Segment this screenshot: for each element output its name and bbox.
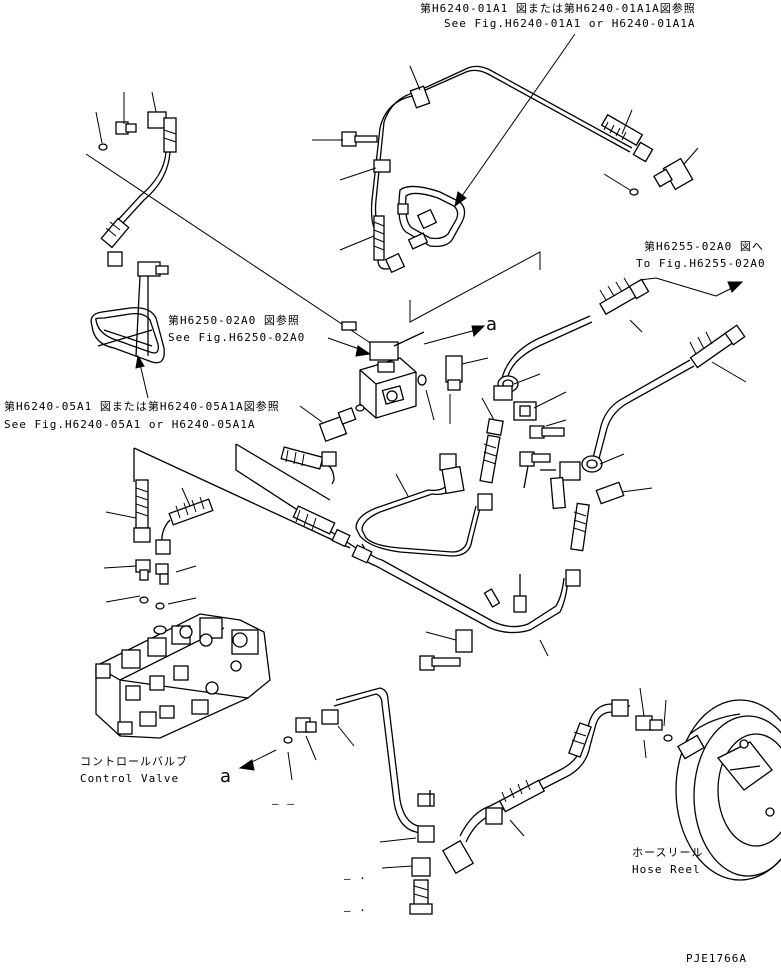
control-valve [95, 613, 271, 739]
connector-valve-right [445, 355, 463, 391]
fitting-s-curve-top [439, 453, 465, 495]
clamp-center-1 [513, 401, 537, 421]
upper-valve-assembly [384, 185, 466, 274]
ref-mid-jp: 第H6250-02A0 図参照 [168, 313, 300, 327]
hose-vertical-upper [373, 215, 393, 270]
ref-left-en: See Fig.H6240-05A1 or H6240-05A1A [4, 418, 256, 431]
ref-top-en: See Fig.H6240-01A1 or H6240-01A1A [444, 17, 696, 30]
left-loop-assembly [90, 307, 165, 364]
clip-lower [417, 790, 435, 807]
marker-dash-3: — · [344, 904, 367, 917]
marker-a-lower: a [220, 766, 231, 787]
bolt-upper [341, 131, 378, 147]
clamp-mid [373, 159, 391, 173]
ref-right-en: To Fig.H6255-02A0 [636, 257, 766, 270]
hose-end-lower [485, 779, 546, 825]
hose-mid-diag [292, 505, 351, 548]
tube-fitting-center [351, 544, 373, 564]
ref-top-leader [461, 33, 576, 197]
clamp-right-mid [595, 481, 625, 505]
flange-right [581, 455, 603, 473]
solenoid-valve-block [341, 321, 425, 419]
fittings-reel [635, 715, 673, 742]
clamp-lower [411, 857, 431, 877]
ref-mid-en: See Fig.H6250-02A0 [168, 331, 305, 344]
elbow-right-mid [540, 461, 581, 481]
o-ring-upper-right [629, 188, 639, 196]
adapters-left [135, 559, 169, 610]
hose-end-left [100, 217, 130, 267]
elbow-top-left [147, 111, 177, 153]
hose-center-vertical [477, 418, 504, 511]
tee-fitting-left [135, 261, 169, 357]
tube-lower-pipe [335, 687, 431, 831]
clamp-right-2 [550, 476, 566, 510]
bolt-center-1 [529, 425, 565, 439]
elbow-fitting-upper-right [653, 157, 694, 191]
control-valve-label-en: Control Valve [80, 772, 179, 785]
tube-s-curve [355, 483, 481, 557]
ref-right-jp: 第H6255-02A0 図へ [644, 239, 764, 253]
ref-left-jp: 第H6240-05A1 図または第H6240-05A1A図参照 [4, 399, 280, 413]
clips-center-bottom [425, 574, 527, 653]
bolt-center-2 [519, 451, 551, 489]
ref-top-jp: 第H6240-01A1 図または第H6240-01A1A図参照 [420, 1, 696, 15]
hose-upper-diag [280, 446, 337, 485]
hose-reel [675, 699, 781, 881]
hose-left-vertical [133, 479, 151, 543]
flange-center-top [493, 375, 519, 401]
marker-dash-1: — — [272, 797, 295, 810]
marker-a-upper: a [486, 314, 497, 335]
upper-tube [383, 65, 633, 149]
tube-diagonal-1 [133, 447, 351, 549]
hose-end-top-right [600, 113, 654, 163]
hose-right-vertical [565, 502, 590, 587]
bolt-lower [409, 879, 433, 915]
fitting-top-left [98, 121, 137, 151]
hose-left-upper [121, 151, 171, 225]
hose-end-near-reel [568, 699, 629, 758]
bolt-center-bottom [419, 655, 461, 671]
elbow-lower [417, 825, 475, 875]
control-valve-label-jp: コントロールバルブ [80, 754, 188, 768]
drawing-number: PJE1766A [686, 952, 747, 965]
marker-dash-2: — · [344, 872, 367, 885]
elbow-fitting-left-of-valve [318, 404, 365, 443]
tube-main-lower [355, 547, 569, 634]
ref-top-arrowhead [454, 191, 467, 208]
hose-right-upper-1 [599, 277, 650, 316]
clamp-top [409, 85, 431, 109]
hose-left-diag [155, 496, 214, 555]
hose-reel-label-jp: ホースリール [632, 846, 703, 859]
fittings-lower-left [283, 709, 339, 744]
hose-reel-label-en: Hose Reel [632, 863, 701, 876]
o-ring-valve [417, 374, 427, 386]
hose-right-upper-2 [689, 324, 746, 369]
